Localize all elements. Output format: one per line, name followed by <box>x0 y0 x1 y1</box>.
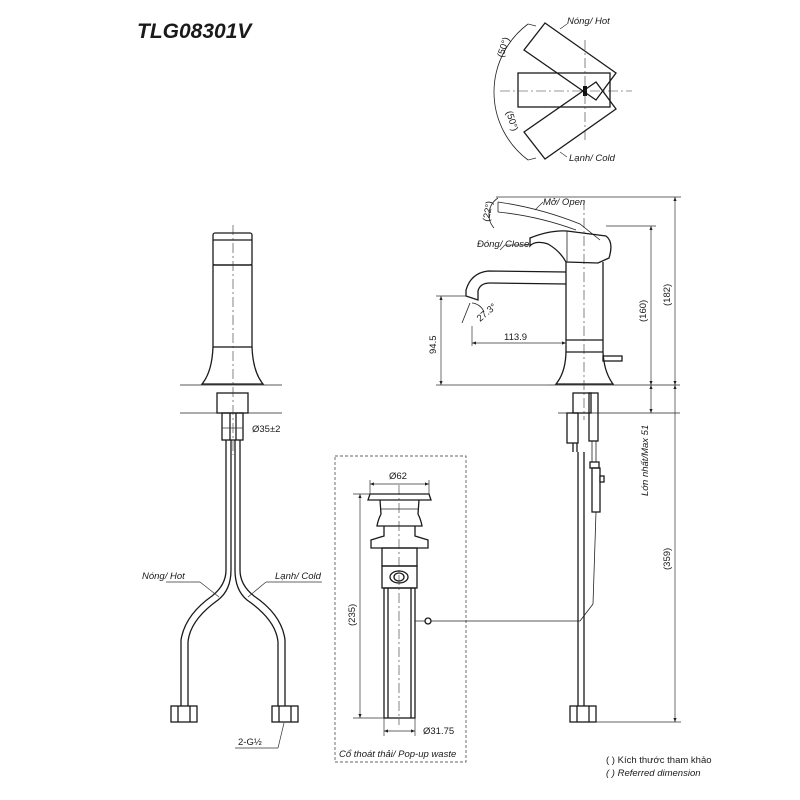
open-label: Mở/ Open <box>543 197 585 208</box>
body-height-label: (160) <box>638 300 649 322</box>
total-height-label: (182) <box>662 284 673 306</box>
waste-length: (235) <box>347 604 358 626</box>
lever-angle-label: (22°) <box>481 200 495 222</box>
legend-line-2: ( ) Referred dimension <box>606 768 701 779</box>
max-thickness-label: Lớn nhất/Max 51 <box>640 425 651 496</box>
waste-caption: Cổ thoát thải/ Pop-up waste <box>339 749 456 760</box>
hot-hose-label: Nóng/ Hot <box>142 571 185 582</box>
front-view: Ø35±2 Nóng/ Hot Lạnh/ Cold 2-G½ <box>142 225 322 749</box>
thread-label: 2-G½ <box>238 737 262 748</box>
cold-label-top: Lạnh/ Cold <box>569 153 616 164</box>
top-view: (50°) (50°) Nóng/ Hot Lạnh/ Cold <box>493 16 632 164</box>
hot-label-top: Nóng/ Hot <box>567 16 610 27</box>
waste-top-diameter: Ø62 <box>389 471 407 482</box>
spout-reach-label: 113.9 <box>504 332 527 343</box>
waste-bottom-diameter: Ø31.75 <box>423 726 454 737</box>
angle-top-label: (50°) <box>495 36 512 59</box>
cold-hose-label: Lạnh/ Cold <box>275 571 322 582</box>
waste-view: Ø62 (235) Ø31.75 Cổ thoát thải/ Pop-up w… <box>334 455 580 763</box>
side-view: (22°) Mở/ Open Đóng/ Close 27.3° 113.9 9… <box>428 196 681 723</box>
hole-diameter-label: Ø35±2 <box>252 424 280 435</box>
legend: ( ) Kích thước tham khảo ( ) Referred di… <box>606 755 712 779</box>
below-counter-label: (359) <box>662 548 673 570</box>
spout-height-label: 94.5 <box>428 336 439 355</box>
close-label: Đóng/ Close <box>477 239 529 250</box>
angle-bottom-label: (50°) <box>503 110 520 133</box>
legend-line-1: ( ) Kích thước tham khảo <box>606 755 712 766</box>
model-title: TLG08301V <box>137 20 253 43</box>
